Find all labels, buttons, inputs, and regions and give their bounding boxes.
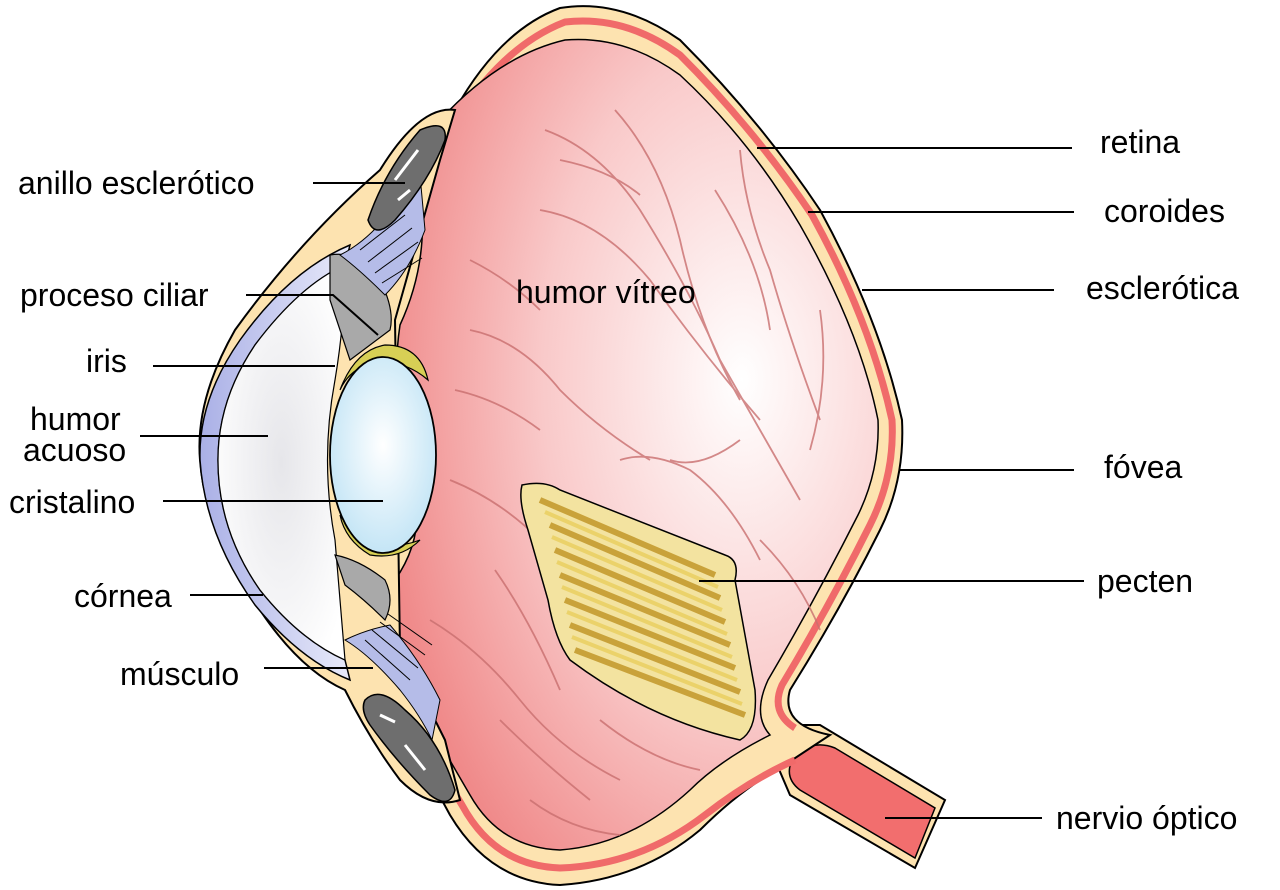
lens: [329, 356, 437, 554]
label-nervio-optico: nervio óptico: [1056, 800, 1238, 836]
label-fovea: fóvea: [1104, 449, 1183, 485]
label-esclerotica: esclerótica: [1086, 270, 1239, 306]
label-cornea: córnea: [74, 578, 172, 614]
label-iris: iris: [86, 343, 127, 379]
label-anillo-esclerotico: anillo esclerótico: [18, 165, 255, 201]
label-humor-vitreo: humor vítreo: [516, 274, 696, 310]
label-proceso-ciliar: proceso ciliar: [20, 277, 209, 313]
label-cristalino: cristalino: [9, 484, 136, 520]
label-pecten: pecten: [1097, 563, 1194, 599]
label-humor-acuoso-line1: humor: [30, 401, 121, 437]
blood-vessels: [429, 109, 825, 836]
leader-lines: [140, 147, 1084, 819]
scleral-ring: [362, 125, 456, 803]
label-retina: retina: [1100, 124, 1181, 160]
label-musculo: músculo: [120, 656, 240, 692]
label-humor-acuoso-line2: acuoso: [23, 432, 127, 468]
aqueous-humor: [217, 264, 346, 661]
label-coroides: coroides: [1104, 193, 1225, 229]
pecten: [520, 482, 757, 741]
